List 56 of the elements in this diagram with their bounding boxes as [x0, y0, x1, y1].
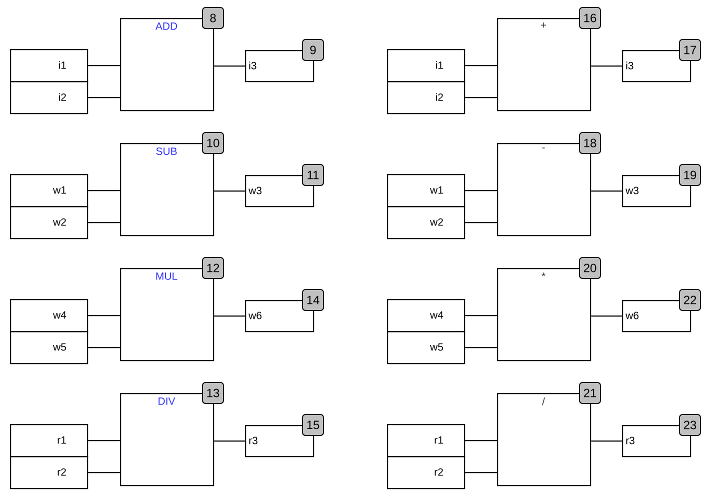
number-badge: 10 — [202, 132, 224, 154]
connector-line — [591, 190, 622, 192]
connector-line — [591, 66, 622, 67]
number-badge: 14 — [302, 289, 324, 311]
input-box: w1 — [10, 174, 88, 208]
connector-line — [88, 347, 120, 348]
input-box: i1 — [10, 49, 88, 82]
connector-line — [465, 440, 497, 442]
number-badge: 16 — [579, 7, 601, 29]
input-box: w1 — [387, 174, 466, 208]
connector-line — [465, 315, 497, 316]
connector-line — [88, 65, 120, 66]
input-box: r1 — [387, 424, 466, 458]
number-badge: 11 — [302, 164, 324, 186]
connector-line — [214, 190, 245, 192]
number-badge: 8 — [202, 7, 224, 29]
number-badge: 22 — [679, 289, 701, 311]
connector-line — [214, 66, 245, 67]
input-box: r2 — [387, 456, 466, 490]
number-badge: 23 — [679, 414, 701, 436]
input-box: r2 — [10, 456, 88, 490]
input-box: w5 — [387, 331, 466, 364]
input-box: i2 — [387, 81, 466, 114]
number-badge: 19 — [679, 164, 701, 186]
input-box: i2 — [10, 81, 88, 114]
input-box: w4 — [387, 299, 466, 332]
input-box: w5 — [10, 331, 88, 364]
number-badge: 20 — [579, 257, 601, 279]
connector-line — [591, 440, 622, 442]
input-box: w4 — [10, 299, 88, 332]
number-badge: 13 — [202, 382, 224, 404]
input-box: r1 — [10, 424, 88, 458]
connector-line — [465, 190, 497, 192]
number-badge: 21 — [579, 382, 601, 404]
connector-line — [465, 472, 497, 474]
connector-line — [465, 222, 497, 224]
connector-line — [88, 222, 120, 224]
number-badge: 15 — [302, 414, 324, 436]
connector-line — [88, 190, 120, 192]
connector-line — [88, 440, 120, 442]
connector-line — [88, 97, 120, 98]
number-badge: 17 — [679, 39, 701, 61]
number-badge: 9 — [302, 39, 324, 61]
input-box: w2 — [387, 206, 466, 240]
input-box: w2 — [10, 206, 88, 240]
number-badge: 18 — [579, 132, 601, 154]
number-badge: 12 — [202, 257, 224, 279]
connector-line — [88, 315, 120, 316]
connector-line — [591, 316, 622, 317]
connector-line — [88, 472, 120, 474]
connector-line — [465, 97, 497, 98]
connector-line — [465, 347, 497, 348]
connector-line — [465, 65, 497, 66]
connector-line — [214, 316, 245, 317]
connector-line — [214, 440, 245, 442]
input-box: i1 — [387, 49, 466, 82]
